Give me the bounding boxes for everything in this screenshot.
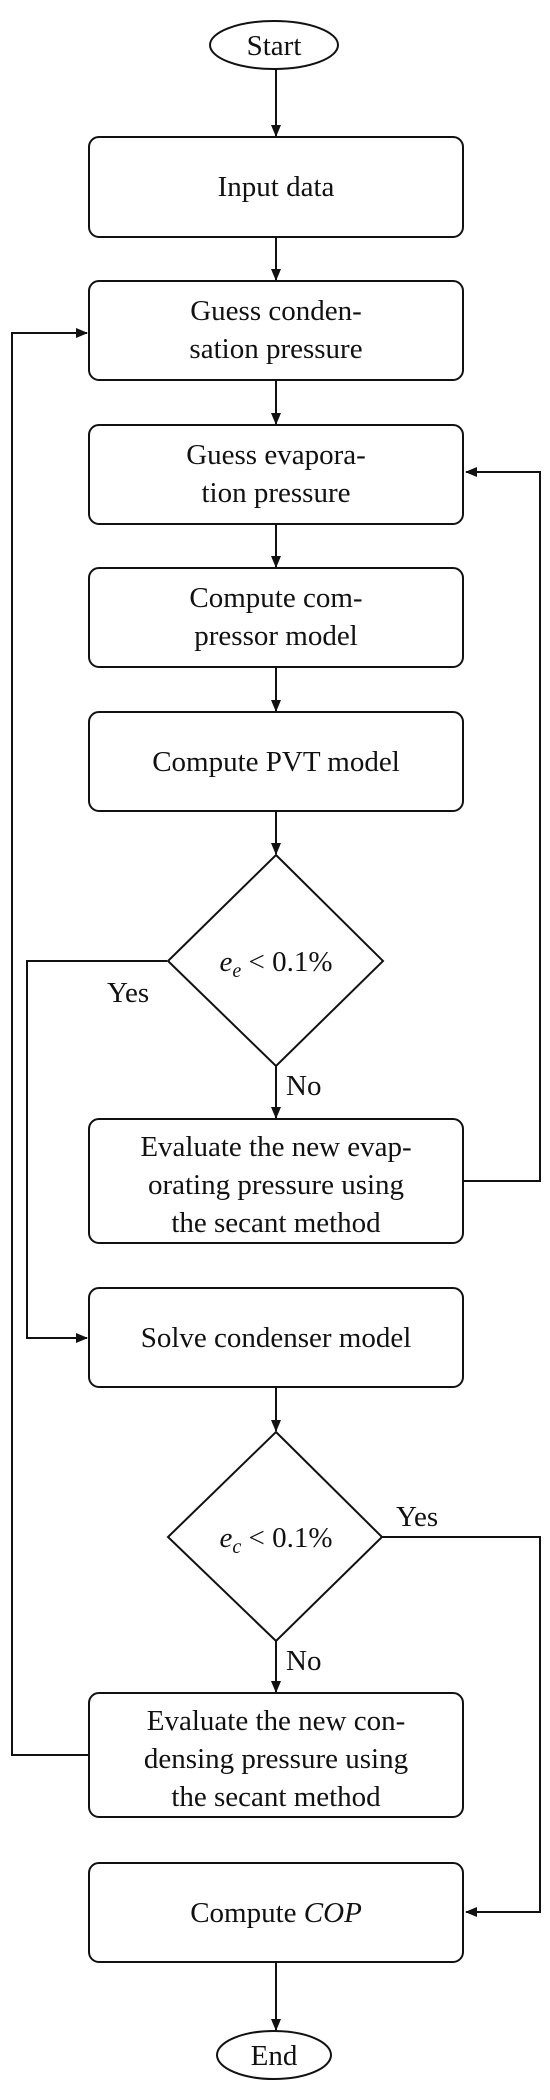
evaluate-condensing-line-3: the secant method (171, 1781, 381, 1813)
evaluate-condensing-box (88, 1692, 464, 1818)
compute-cop-emphasis: COP (304, 1897, 362, 1929)
guess-evaporation-line-1: Guess evapora- (186, 439, 366, 471)
solve-condenser-label: Solve condenser model (141, 1322, 412, 1354)
decision-condensation-sub: c (232, 1536, 241, 1558)
compute-compressor-node: Compute com- pressor model (88, 567, 464, 668)
evaluate-condensing-node: Evaluate the new con- densing pressure u… (88, 1692, 464, 1818)
evaluate-evaporating-node: Evaluate the new evap- orating pressure … (88, 1118, 464, 1244)
compute-pvt-node: Compute PVT model (88, 711, 464, 812)
input-data-box (88, 136, 464, 238)
evaluate-evaporating-line-3: the secant method (171, 1207, 381, 1239)
decision-evaporation-label: ee < 0.1% (219, 946, 332, 982)
compute-compressor-line-2: pressor model (194, 620, 358, 652)
compute-cop-prefix: Compute (190, 1897, 304, 1929)
input-data-node: Input data (88, 136, 464, 238)
input-data-label: Input data (218, 171, 335, 203)
compute-cop-box (88, 1862, 464, 1963)
compute-compressor-line-1: Compute com- (189, 582, 362, 614)
end-node: End (216, 2030, 332, 2080)
start-node: Start (209, 20, 339, 70)
decision-evaporation-node: ee < 0.1% (166, 853, 385, 1068)
decision-evaporation-diamond (166, 853, 385, 1068)
guess-condensation-line-2: sation pressure (189, 333, 362, 365)
edge-decision-condensation-yes (382, 1536, 541, 1917)
evaluate-evaporating-line-2: orating pressure using (148, 1169, 404, 1201)
decision-condensation-label: ec < 0.1% (219, 1522, 332, 1558)
decision-condensation-condition: < 0.1% (241, 1522, 332, 1554)
guess-condensation-node: Guess conden- sation pressure (88, 280, 464, 381)
start-label: Start (247, 30, 302, 62)
condensation-yes-label: Yes (396, 1501, 438, 1533)
condensation-no-label: No (286, 1645, 321, 1677)
compute-pvt-box (88, 711, 464, 812)
compute-cop-label: Compute COP (190, 1897, 362, 1929)
guess-condensation-line-1: Guess conden- (190, 295, 362, 327)
compute-cop-node: Compute COP (88, 1862, 464, 1963)
compute-compressor-box (88, 567, 464, 668)
end-ellipse (216, 2030, 332, 2080)
edges (11, 69, 541, 2031)
guess-evaporation-box (88, 424, 464, 525)
evaluate-condensing-line-1: Evaluate the new con- (147, 1705, 405, 1737)
compute-pvt-label: Compute PVT model (152, 746, 400, 778)
decision-evaporation-sub: e (232, 960, 241, 982)
decision-condensation-node: ec < 0.1% (166, 1430, 384, 1643)
guess-condensation-box (88, 280, 464, 381)
decision-evaporation-condition: < 0.1% (241, 946, 332, 978)
decision-condensation-var: e (219, 1522, 232, 1554)
guess-evaporation-line-2: tion pressure (202, 477, 351, 509)
end-label: End (251, 2040, 298, 2072)
edge-evaluate-condensing-loop (11, 328, 89, 1756)
evaluate-condensing-line-2: densing pressure using (144, 1743, 408, 1775)
edge-evaluate-evaporating-loop (463, 467, 541, 1182)
decision-evaporation-var: e (219, 946, 232, 978)
guess-evaporation-node: Guess evapora- tion pressure (88, 424, 464, 525)
start-ellipse (209, 20, 339, 70)
evaluate-evaporating-line-1: Evaluate the new evap- (140, 1131, 411, 1163)
evaluate-evaporating-box (88, 1118, 464, 1244)
decision-condensation-diamond (166, 1430, 384, 1643)
edge-decision-evaporation-yes (26, 960, 167, 1343)
evaporation-no-label: No (286, 1070, 321, 1102)
evaporation-yes-label: Yes (107, 977, 149, 1009)
solve-condenser-node: Solve condenser model (88, 1287, 464, 1388)
solve-condenser-box (88, 1287, 464, 1388)
